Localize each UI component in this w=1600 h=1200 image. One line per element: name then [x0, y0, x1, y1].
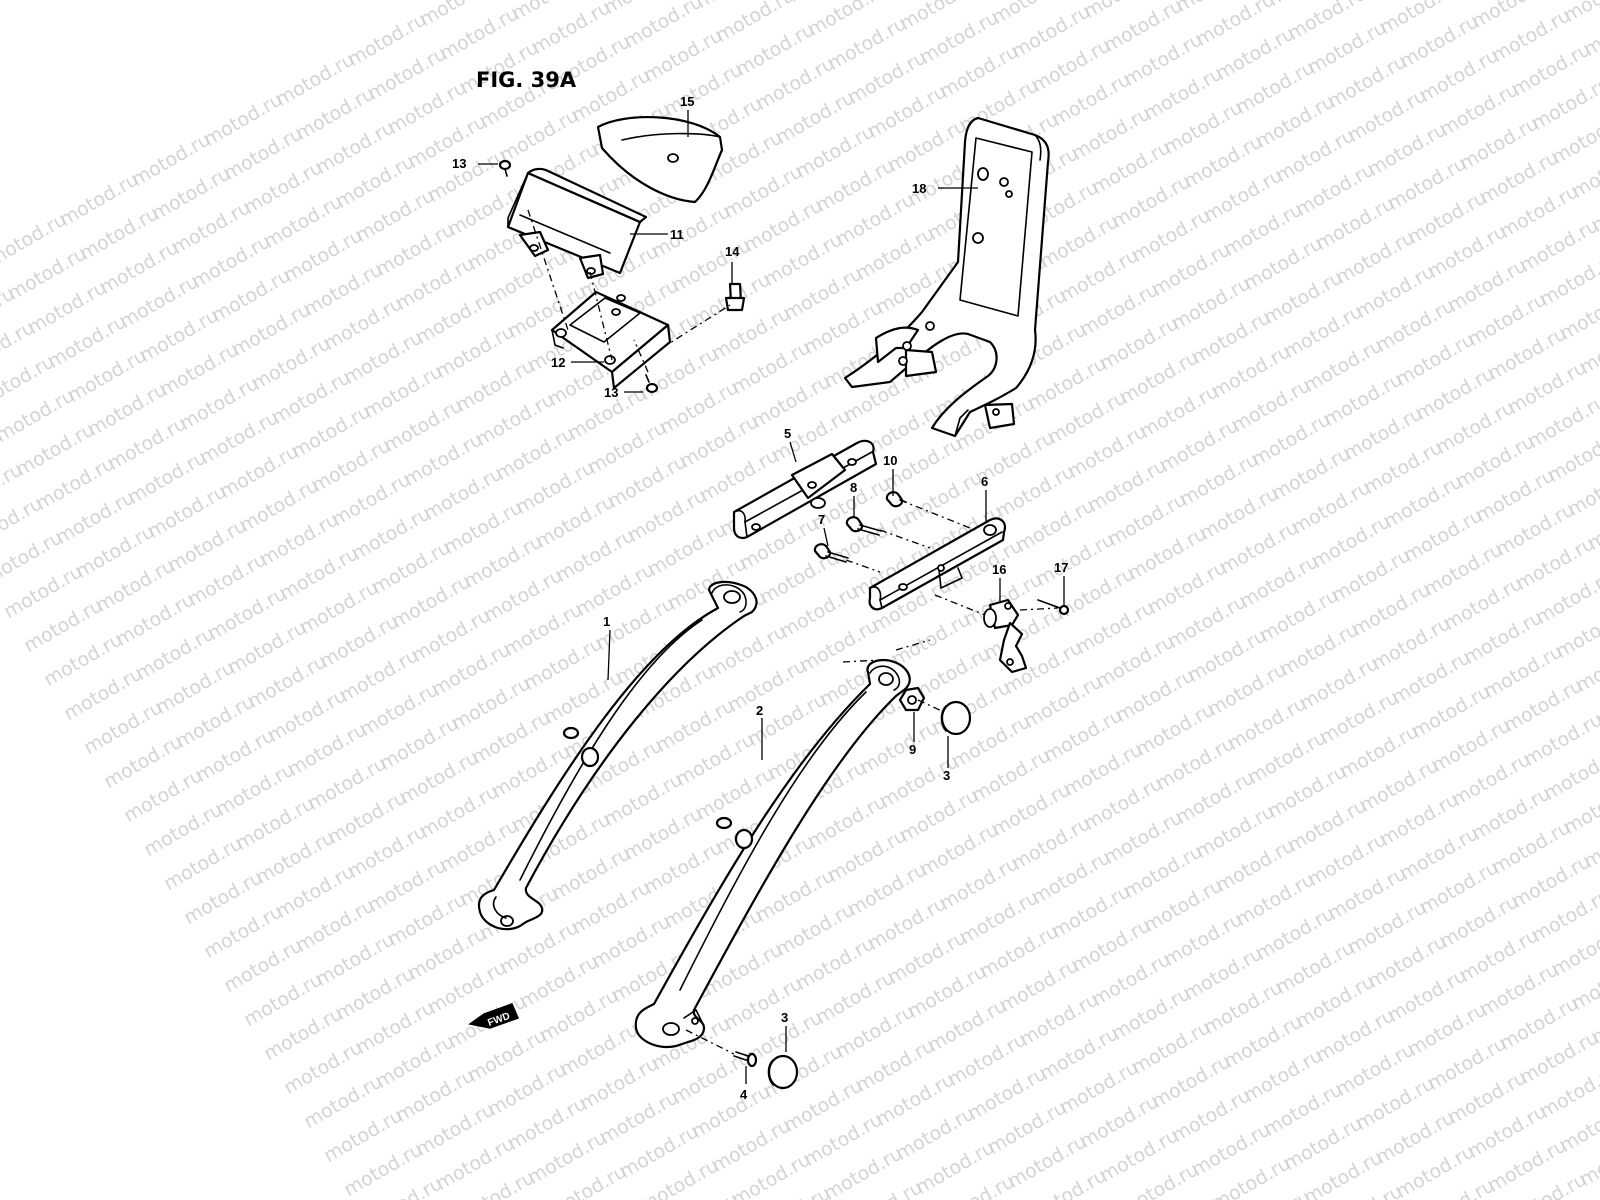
part-3-cap-lower [767, 1054, 799, 1090]
part-15-pad-cover [596, 115, 724, 204]
callout-6: 6 [981, 474, 988, 489]
part-14-bolt [724, 282, 746, 312]
callout-3-lower: 3 [781, 1010, 788, 1025]
callout-5: 5 [784, 426, 791, 441]
callout-2: 2 [756, 703, 763, 718]
leader-lines [478, 110, 1065, 1084]
callout-9: 9 [909, 742, 916, 757]
part-13-screw-lower [645, 374, 659, 394]
part-6-lower-plate [868, 517, 1007, 611]
part-12-pad-bracket [550, 290, 672, 390]
figure-title: FIG. 39A [476, 68, 577, 92]
assembly-lines [527, 209, 1059, 1055]
part-10-bolt [885, 491, 907, 508]
part-18-backrest-frame [843, 116, 1050, 438]
callout-13-lower: 13 [604, 385, 618, 400]
callout-7: 7 [818, 512, 825, 527]
part-5-upper-plate [732, 439, 878, 540]
fwd-arrow-icon: FWD [468, 1003, 520, 1029]
callout-labels: 13 15 18 11 14 12 13 5 10 8 6 7 16 17 1 … [452, 94, 1068, 1102]
part-8-bolt [845, 516, 882, 536]
callout-1: 1 [603, 614, 610, 629]
part-9-nut [898, 686, 926, 712]
part-11-backrest-pad [506, 167, 648, 280]
part-3-cap-upper [940, 700, 972, 736]
callout-13-upper: 13 [452, 156, 466, 171]
part-2-right-rail [634, 658, 911, 1049]
callout-12: 12 [551, 355, 565, 370]
callout-11: 11 [670, 227, 684, 242]
part-4-screw [733, 1051, 758, 1068]
callout-16: 16 [992, 562, 1006, 577]
callout-8: 8 [850, 480, 857, 495]
callout-18: 18 [912, 181, 926, 196]
callout-4: 4 [740, 1087, 748, 1102]
part-7-bolt [813, 543, 849, 563]
callout-15: 15 [680, 94, 694, 109]
callout-14: 14 [725, 244, 740, 259]
part-1-left-rail [477, 580, 758, 931]
callout-10: 10 [883, 453, 897, 468]
part-17-screw [1037, 599, 1070, 616]
callout-17: 17 [1054, 560, 1068, 575]
part-16-lock [983, 598, 1028, 674]
part-13-screw-upper [498, 159, 512, 177]
callout-3-upper: 3 [943, 768, 950, 783]
